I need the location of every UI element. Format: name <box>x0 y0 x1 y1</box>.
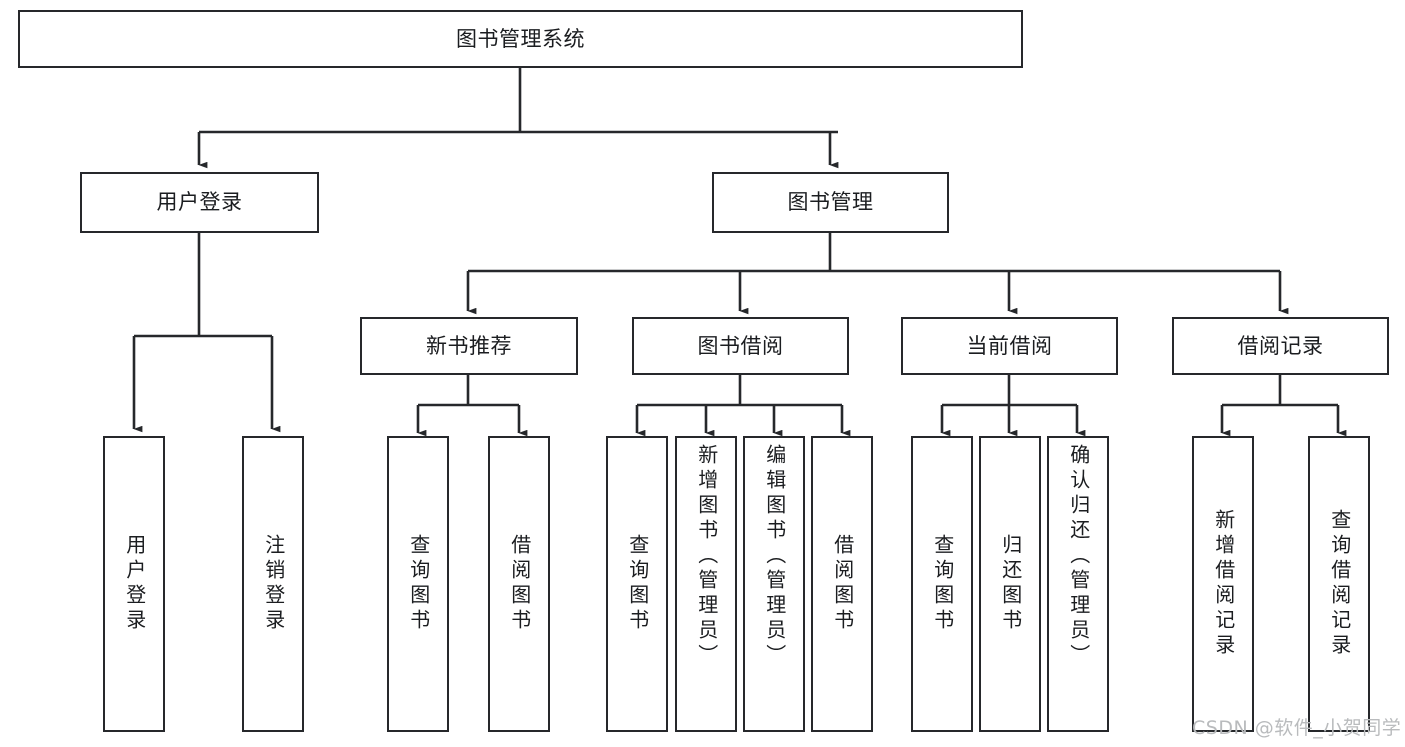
node-user-login-label: 用户登录 <box>156 190 243 215</box>
leaf-book-borrow-borrow-book-label: 借阅图书 <box>830 534 855 634</box>
leaf-borrow-record-add-record-label: 新增借阅记录 <box>1211 509 1236 659</box>
node-user-login[interactable]: 用户登录 <box>80 172 319 233</box>
leaf-borrow-record-query-record[interactable]: 查询借阅记录 <box>1308 436 1370 732</box>
leaf-current-borrow-return-book-label: 归还图书 <box>998 534 1023 634</box>
leaf-new-book-query-book-label: 查询图书 <box>406 534 431 634</box>
leaf-new-book-borrow-book[interactable]: 借阅图书 <box>488 436 550 732</box>
node-new-book-recommend[interactable]: 新书推荐 <box>360 317 578 375</box>
leaf-user-login-logout-label: 注销登录 <box>261 534 286 634</box>
node-root-book-management-system[interactable]: 图书管理系统 <box>18 10 1023 68</box>
leaf-book-borrow-query-book[interactable]: 查询图书 <box>606 436 668 732</box>
csdn-watermark: CSDN @软件_小贺同学 <box>1192 717 1402 739</box>
leaf-book-borrow-add-book[interactable]: 新增图书（管理员） <box>675 436 737 732</box>
leaf-book-borrow-borrow-book[interactable]: 借阅图书 <box>811 436 873 732</box>
leaf-borrow-record-query-record-label: 查询借阅记录 <box>1327 509 1352 659</box>
leaf-current-borrow-return-book[interactable]: 归还图书 <box>979 436 1041 732</box>
leaf-book-borrow-edit-book-label: 编辑图书（管理员） <box>762 444 787 669</box>
leaf-borrow-record-add-record[interactable]: 新增借阅记录 <box>1192 436 1254 732</box>
node-book-management[interactable]: 图书管理 <box>712 172 949 233</box>
leaf-current-borrow-query-book[interactable]: 查询图书 <box>911 436 973 732</box>
node-root-label: 图书管理系统 <box>456 26 585 51</box>
node-book-borrow-label: 图书借阅 <box>697 333 784 358</box>
leaf-current-borrow-query-book-label: 查询图书 <box>930 534 955 634</box>
node-new-book-recommend-label: 新书推荐 <box>426 333 512 358</box>
leaf-current-borrow-confirm-return[interactable]: 确认归还（管理员） <box>1047 436 1109 732</box>
leaf-current-borrow-confirm-return-label: 确认归还（管理员） <box>1066 444 1091 669</box>
leaf-user-login-login-label: 用户登录 <box>122 534 147 634</box>
leaf-user-login-logout[interactable]: 注销登录 <box>242 436 304 732</box>
node-borrow-record-label: 借阅记录 <box>1237 333 1324 358</box>
leaf-book-borrow-add-book-label: 新增图书（管理员） <box>694 444 719 669</box>
leaf-book-borrow-edit-book[interactable]: 编辑图书（管理员） <box>743 436 805 732</box>
leaf-user-login-login[interactable]: 用户登录 <box>103 436 165 732</box>
leaf-new-book-borrow-book-label: 借阅图书 <box>507 534 532 634</box>
node-current-borrow[interactable]: 当前借阅 <box>901 317 1118 375</box>
leaf-new-book-query-book[interactable]: 查询图书 <box>387 436 449 732</box>
node-current-borrow-label: 当前借阅 <box>966 333 1053 358</box>
node-borrow-record[interactable]: 借阅记录 <box>1172 317 1389 375</box>
node-book-management-label: 图书管理 <box>787 190 874 215</box>
leaf-book-borrow-query-book-label: 查询图书 <box>625 534 650 634</box>
node-book-borrow[interactable]: 图书借阅 <box>632 317 849 375</box>
